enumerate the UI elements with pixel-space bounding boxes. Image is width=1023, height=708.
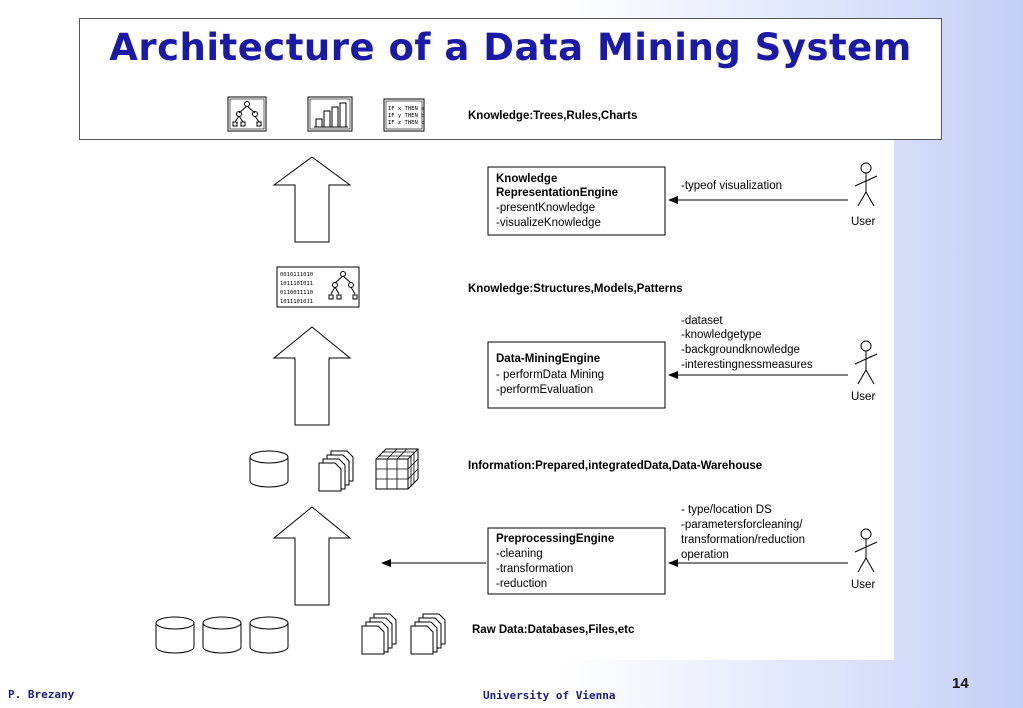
engine-title: Data-MiningEngine (496, 353, 600, 365)
engine-title: RepresentationEngine (496, 187, 618, 199)
user-label: User (851, 216, 875, 228)
level-label-information: Information:Prepared,integratedData,Data… (468, 460, 762, 472)
user-label: User (851, 391, 875, 403)
up-arrow-icon (272, 326, 352, 426)
user-icon (854, 162, 878, 207)
level-label-raw-data: Raw Data:Databases,Files,etc (472, 624, 635, 636)
user-input-text: operation (681, 549, 729, 561)
representation-engine-box: Knowledge RepresentationEngine -presentK… (487, 166, 666, 236)
user-label: User (851, 579, 875, 591)
user-input-text: -typeof visualization (681, 180, 782, 192)
engine-item: -cleaning (496, 548, 543, 560)
title-box (79, 18, 942, 140)
database-icon (249, 450, 289, 488)
rules-icon: IF x THEN a IF y THEN b IF z THEN c (383, 98, 425, 132)
user-input-text: - type/location DS (681, 504, 772, 516)
engine-item: - performData Mining (496, 369, 604, 381)
user-icon (854, 340, 878, 385)
engine-title: Knowledge (496, 173, 557, 185)
binary-tree-icon: 0010111010 1011101011 0110011110 1011101… (276, 266, 360, 308)
binary-line: 1011101011 (280, 299, 313, 305)
binary-line: 1011101011 (280, 281, 313, 287)
engine-item: -transformation (496, 563, 573, 575)
data-cube-icon (375, 448, 419, 490)
slide-title: Architecture of a Data Mining System (109, 26, 912, 69)
rule-line: IF y THEN b (388, 113, 424, 119)
engine-item: -presentKnowledge (496, 202, 595, 214)
database-icon (202, 616, 242, 654)
mining-engine-box: Data-MiningEngine - performData Mining -… (487, 341, 666, 409)
files-icon (410, 613, 446, 655)
level-label-knowledge-trees: Knowledge:Trees,Rules,Charts (468, 110, 637, 122)
files-icon (318, 450, 354, 492)
user-input-text: -backgroundknowledge (681, 344, 800, 356)
engine-item: -performEvaluation (496, 384, 593, 396)
rule-line: IF x THEN a (388, 106, 424, 112)
up-arrow-icon (272, 506, 352, 606)
rule-line: IF z THEN c (388, 120, 424, 126)
up-arrow-icon (272, 156, 352, 243)
engine-item: -visualizeKnowledge (496, 217, 601, 229)
database-icon (155, 616, 195, 654)
files-icon (361, 613, 397, 655)
user-input-text: -dataset (681, 315, 723, 327)
footer-author: P. Brezany (8, 688, 75, 701)
user-input-text: -knowledgetype (681, 329, 762, 341)
binary-line: 0110011110 (280, 290, 313, 296)
user-icon (854, 528, 878, 573)
database-icon (249, 616, 289, 654)
bar-chart-icon (307, 96, 353, 132)
engine-item: -reduction (496, 578, 547, 590)
user-input-text: transformation/reduction (681, 534, 805, 546)
preprocessing-engine-box: PreprocessingEngine -cleaning -transform… (487, 527, 666, 595)
engine-title: PreprocessingEngine (496, 533, 614, 545)
user-input-text: -parametersforcleaning/ (681, 519, 803, 531)
level-label-knowledge-structures: Knowledge:Structures,Models,Patterns (468, 283, 683, 295)
user-input-text: -interestingnessmeasures (681, 359, 813, 371)
tree-icon (227, 96, 267, 132)
page-number: 14 (952, 675, 969, 692)
binary-line: 0010111010 (280, 272, 313, 278)
footer-institution: University of Vienna (483, 689, 616, 702)
